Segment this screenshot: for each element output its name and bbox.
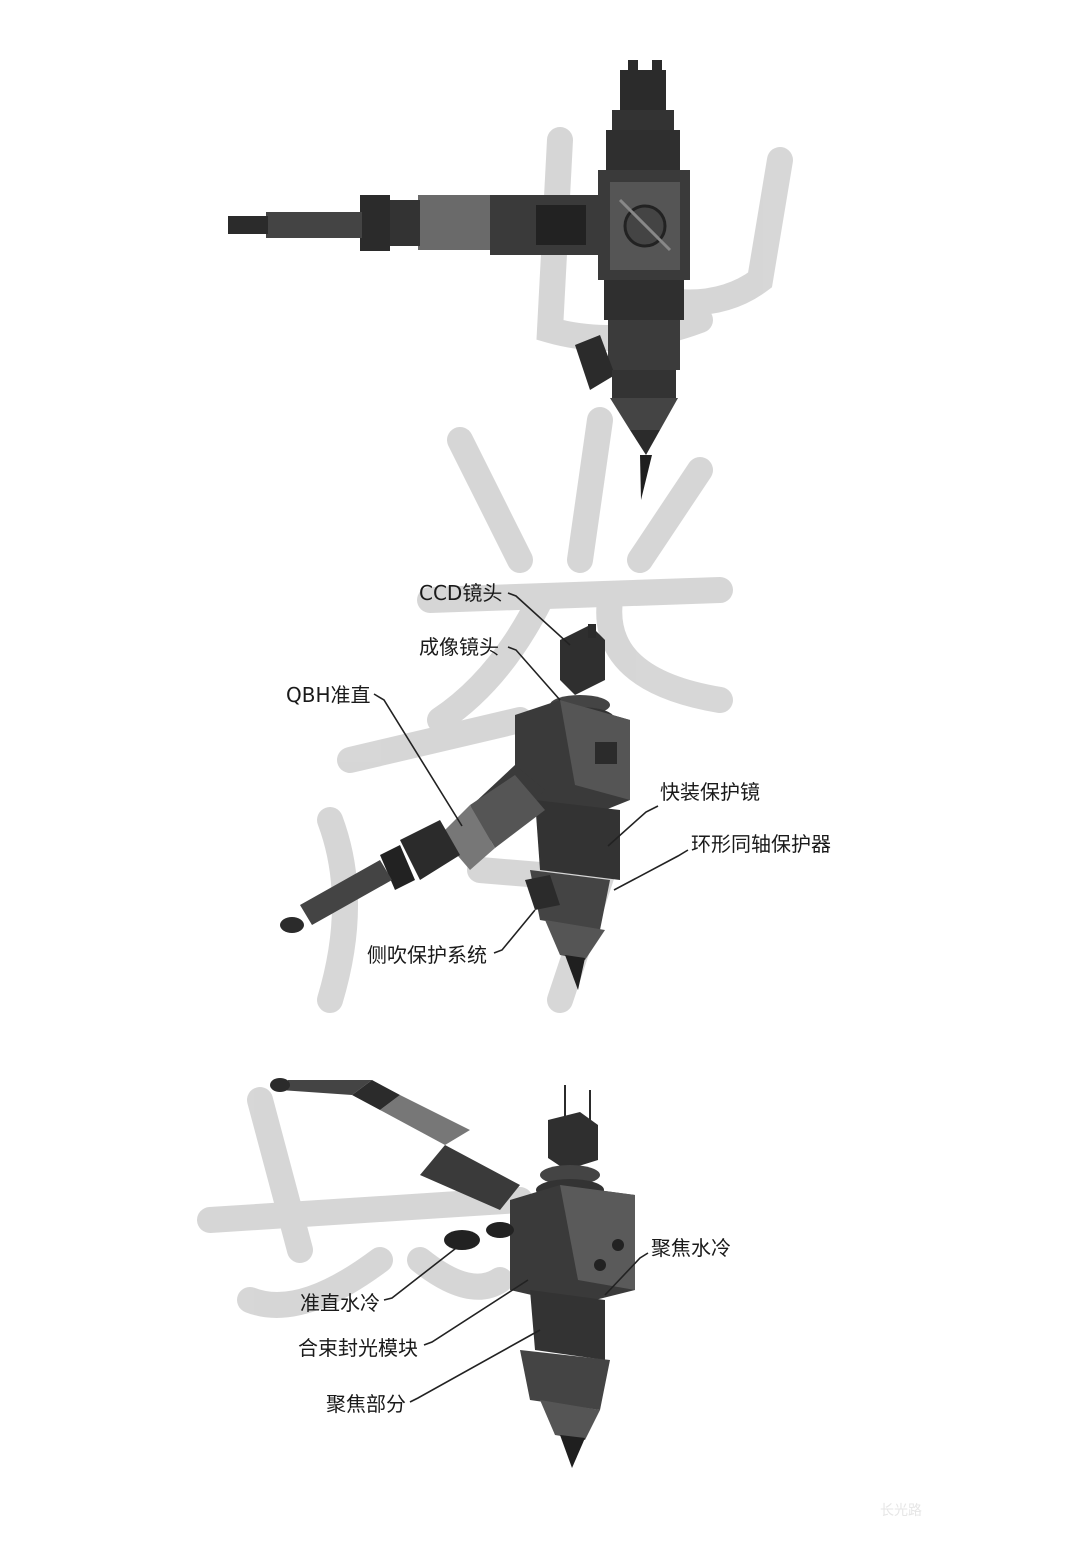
label-qbh-collimator: QBH准直 [286, 683, 371, 707]
top-view-drawing [228, 60, 690, 500]
iso-view-1-drawing [280, 624, 630, 990]
label-side-blow-protection: 侧吹保护系统 [367, 943, 487, 967]
label-quick-protective-lens: 快装保护镜 [660, 780, 760, 804]
iso-view-2-drawing [270, 1078, 635, 1468]
label-imaging-lens: 成像镜头 [419, 635, 499, 659]
label-focus-water-cooling: 聚焦水冷 [651, 1236, 731, 1260]
label-ring-coaxial-protector: 环形同轴保护器 [691, 832, 831, 856]
label-ccd-lens: CCD镜头 [419, 581, 503, 605]
leader-lines [373, 592, 689, 1403]
watermark-text: 长光路 [880, 1503, 922, 1519]
label-focus-section: 聚焦部分 [326, 1392, 406, 1416]
label-collimation-water-cooling: 准直水冷 [300, 1291, 380, 1315]
label-beam-combine-seal-module: 合束封光模块 [298, 1336, 418, 1360]
